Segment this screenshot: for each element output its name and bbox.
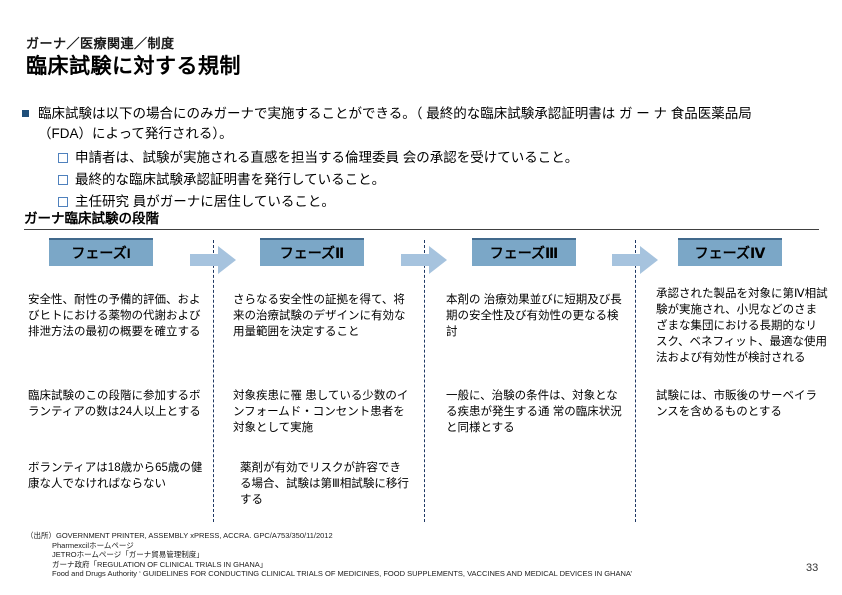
source-line: Pharmexcilホームページ bbox=[52, 540, 134, 550]
arrow-right-icon bbox=[612, 246, 658, 274]
arrow-right-icon bbox=[190, 246, 236, 274]
section-heading: ガーナ臨床試験の段階 bbox=[24, 207, 819, 230]
source-note: （出所）GOVERNMENT PRINTER, ASSEMBLY xPRESS,… bbox=[26, 531, 632, 579]
phase-4-cell-2: 試験には、市販後のサーベイランスを含めるものとする bbox=[656, 390, 817, 418]
phase-1-cell-3: ボランティアは18歳から65歳の健康な人でなければならない bbox=[28, 462, 203, 490]
column-divider bbox=[424, 240, 425, 522]
checkbox-icon bbox=[58, 175, 68, 185]
sub-bullet-label: 申請者は、試験が実施される直感を担当する倫理委員 会の承認を受けていること。 bbox=[75, 150, 579, 165]
sub-bullet-label: 最終的な臨床試験承認証明書を発行していること。 bbox=[75, 172, 386, 187]
column-divider bbox=[635, 240, 636, 522]
phase-4-cell-1: 承認された製品を対象に第Ⅳ相試験が実施され、小児などのさまざまな集団における長期… bbox=[656, 288, 828, 364]
phase-2-cell-3: 薬剤が有効でリスクが許容できる場合、試験は第Ⅲ相試験に移行する bbox=[240, 462, 409, 506]
sub-bullet-item: 最終的な臨床試験承認証明書を発行していること。 bbox=[58, 169, 827, 191]
sub-bullet-label: 主任研究 員がガーナに居住していること。 bbox=[75, 194, 335, 209]
page-title: 臨床試験に対する規制 bbox=[26, 55, 241, 78]
phase-diagram: フェーズI 安全性、耐性の予備的評価、およびヒトにおける薬物の代謝および排泄方法… bbox=[0, 238, 842, 523]
phase-3-cell-2: 一般に、治験の条件は、対象となる疾患が発生する通 常の臨床状況と同様とする bbox=[446, 390, 622, 434]
sub-bullet-item: 申請者は、試験が実施される直感を担当する倫理委員 会の承認を受けていること。 bbox=[58, 147, 827, 169]
checkbox-icon bbox=[58, 197, 68, 207]
sub-bullet-item: 主任研究 員がガーナに居住していること。 bbox=[58, 191, 827, 213]
bullet-list: 臨床試験は以下の場合にのみガーナで実施することができる。（ 最終的な臨床試験承認… bbox=[22, 104, 827, 213]
phase-column-4: フェーズⅣ bbox=[678, 238, 782, 266]
phase-column-2: フェーズⅡ bbox=[260, 238, 364, 266]
phase-column-3: フェーズⅢ bbox=[472, 238, 576, 266]
phase-3-cell-1: 本剤の 治療効果並びに短期及び長期の安全性及び有効性の更なる検討 bbox=[446, 294, 622, 338]
checkbox-icon bbox=[58, 153, 68, 163]
phase-label-1: フェーズI bbox=[49, 238, 153, 266]
phase-2-cell-1: さらなる安全性の証拠を得て、将来の治療試験のデザインに有効な用量範囲を決定するこ… bbox=[233, 294, 406, 338]
phase-1-cell-2: 臨床試験のこの段階に参加するボランティアの数は24人以上とする bbox=[28, 390, 201, 418]
phase-label-2: フェーズⅡ bbox=[260, 238, 364, 266]
bullet-item-main: 臨床試験は以下の場合にのみガーナで実施することができる。（ 最終的な臨床試験承認… bbox=[22, 104, 827, 144]
source-line: JETROホームページ「ガーナ貿易管理制度」 bbox=[52, 550, 204, 560]
arrow-right-icon bbox=[401, 246, 447, 274]
source-line: Food and Drugs Authority ‘ GUIDELINES FO… bbox=[52, 569, 632, 579]
phase-label-4: フェーズⅣ bbox=[678, 238, 782, 266]
source-line: （出所）GOVERNMENT PRINTER, ASSEMBLY xPRESS,… bbox=[26, 531, 333, 540]
phase-2-cell-2: 対象疾患に罹 患している少数のインフォームド・コンセント患者を対象として実施 bbox=[233, 390, 409, 434]
bullet-main-line-2: （FDA）によって発行される）。 bbox=[38, 126, 233, 141]
bullet-main-line-1: 臨床試験は以下の場合にのみガーナで実施することができる。（ 最終的な臨床試験承認… bbox=[38, 106, 752, 121]
sub-bullet-list: 申請者は、試験が実施される直感を担当する倫理委員 会の承認を受けていること。 最… bbox=[22, 147, 827, 213]
page-number: 33 bbox=[806, 562, 819, 574]
column-divider bbox=[213, 240, 214, 522]
phase-column-1: フェーズI bbox=[49, 238, 153, 266]
source-line: ガーナ政府「REGULATION OF CLINICAL TRIALS IN G… bbox=[52, 559, 268, 569]
phase-1-cell-1: 安全性、耐性の予備的評価、およびヒトにおける薬物の代謝および排泄方法の最初の概要… bbox=[28, 294, 201, 338]
phase-label-3: フェーズⅢ bbox=[472, 238, 576, 266]
square-bullet-icon bbox=[22, 110, 29, 117]
breadcrumb: ガーナ／医療関連／制度 bbox=[26, 36, 175, 51]
